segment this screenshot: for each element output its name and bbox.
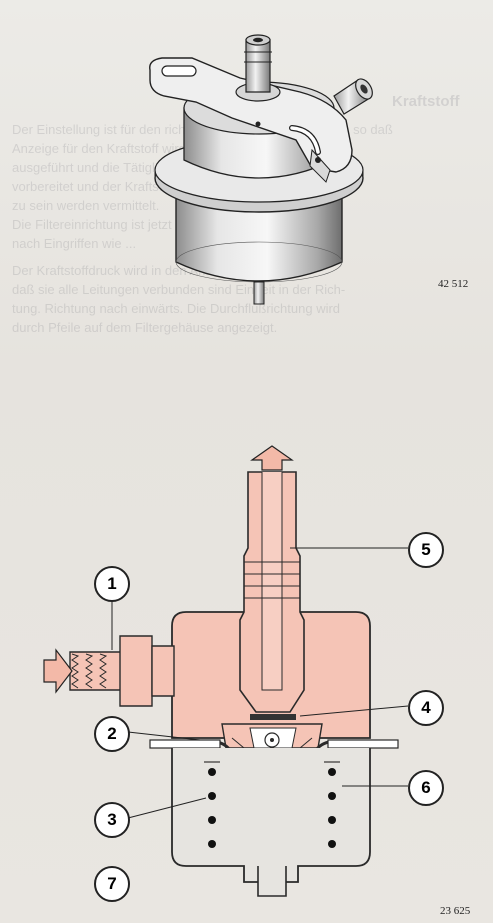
bleed-line: zu sein werden vermittelt. (12, 198, 160, 213)
bleed-line: nach Eingriffen wie ... (12, 236, 137, 251)
figure-code-top: 42 512 (438, 278, 469, 290)
inlet-nipple (333, 78, 373, 115)
callout-4: 4 (408, 690, 444, 726)
spring-chamber (171, 748, 371, 883)
outlet-flow-arrow (250, 445, 294, 471)
vacuum-port (257, 866, 287, 897)
callout-5: 5 (408, 532, 444, 568)
callout-1: 1 (94, 566, 130, 602)
callout-6: 6 (408, 770, 444, 806)
inlet-flow-arrow (43, 648, 73, 694)
outlet-stem (235, 34, 281, 102)
bleed-line: durch Pfeile auf dem Filtergehäuse angez… (12, 320, 278, 335)
bleed-heading: Kraftstoff (392, 93, 460, 110)
callout-2: 2 (94, 716, 130, 752)
callout-7: 7 (94, 866, 130, 902)
inlet-fitting (69, 635, 175, 707)
callout-3: 3 (94, 802, 130, 838)
regulator-housing-cup (175, 194, 343, 305)
callout-leaders (111, 547, 409, 819)
figure-code-bottom: 23 625 (440, 905, 471, 917)
bleed-line: tung. Richtung nach einwärts. Die Durchf… (12, 301, 341, 316)
mounting-bracket (149, 57, 353, 183)
outlet-tube (239, 471, 305, 713)
compression-spring (204, 761, 340, 848)
